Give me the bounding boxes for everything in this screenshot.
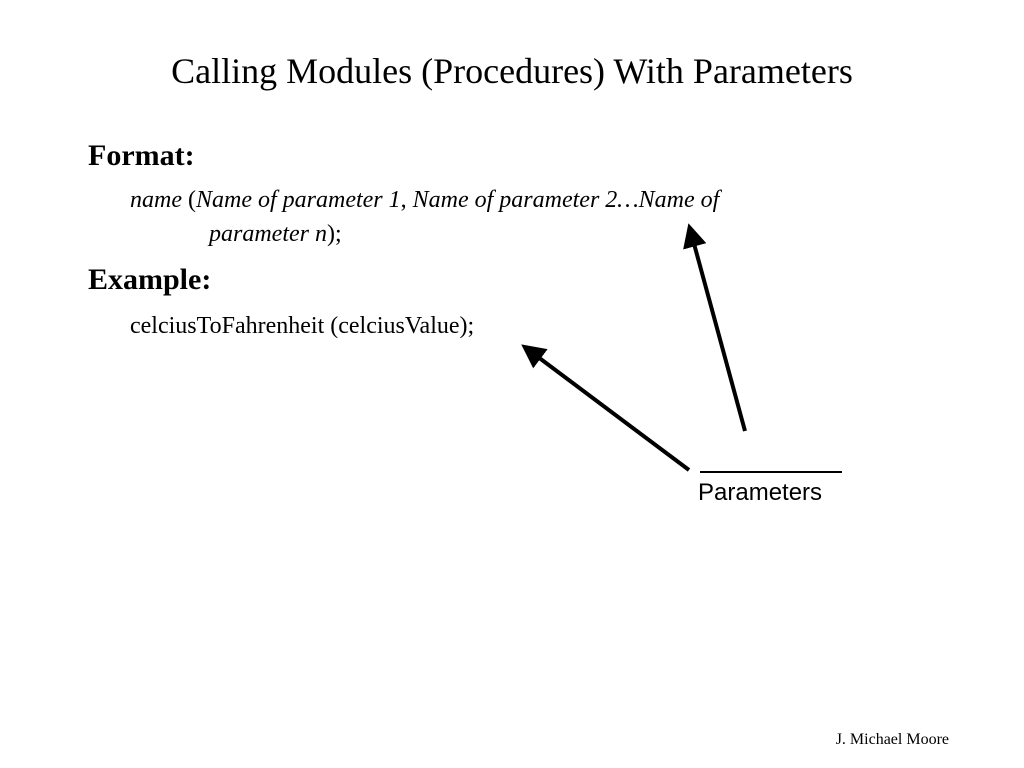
format-name: name xyxy=(130,187,182,213)
parameters-label: Parameters xyxy=(698,479,823,506)
format-separator: , xyxy=(400,187,413,213)
format-open-paren: ( xyxy=(181,187,196,213)
format-param-1: Name of parameter 1 xyxy=(195,187,401,213)
format-param-2: Name of parameter 2…Name of xyxy=(412,187,720,213)
example-heading: Example: xyxy=(88,263,212,296)
format-close-paren: ); xyxy=(326,221,342,247)
format-param-n: parameter n xyxy=(209,221,327,247)
slide-title: Calling Modules (Procedures) With Parame… xyxy=(171,51,853,91)
arrow-to-format-parameters xyxy=(683,223,747,432)
format-heading: Format: xyxy=(88,139,195,172)
example-code: celciusToFahrenheit (celciusValue); xyxy=(130,313,475,339)
arrow-to-example-parameter xyxy=(521,344,691,472)
format-syntax-line-2: parameter n); xyxy=(209,219,342,249)
format-syntax-line-1: name (Name of parameter 1, Name of param… xyxy=(130,185,719,215)
author-footer: J. Michael Moore xyxy=(835,731,949,748)
